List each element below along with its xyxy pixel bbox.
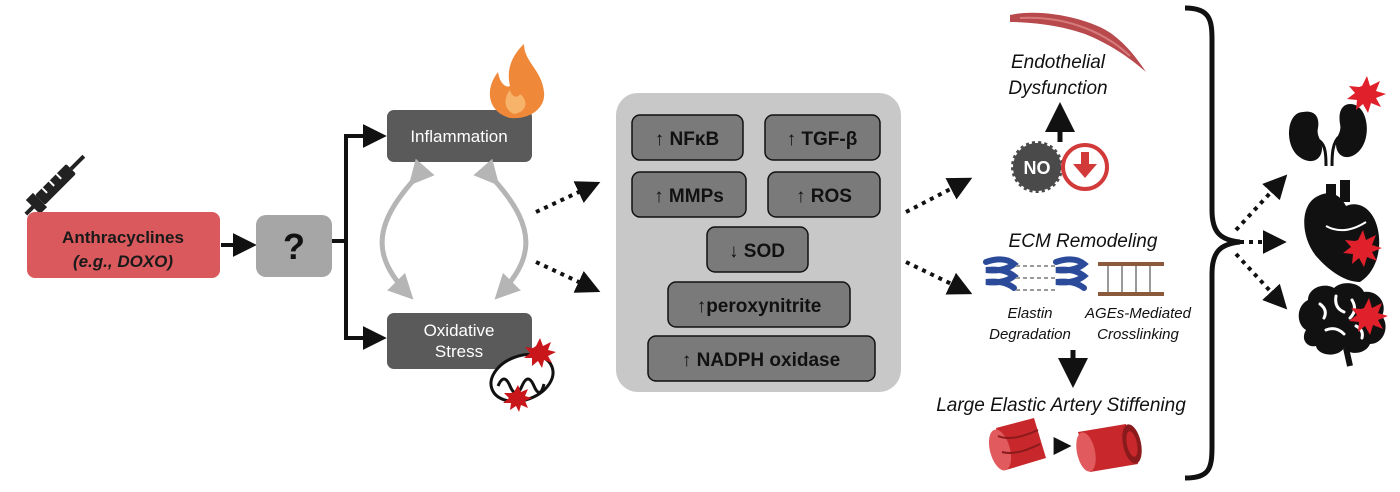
endothelial-line1: Endothelial — [1011, 52, 1106, 73]
drug-box: Anthracyclines (e.g., DOXO) — [27, 212, 220, 278]
syringe-icon — [24, 154, 86, 216]
marker-nadph-box — [647, 335, 876, 382]
no-gear-icon: NO — [1011, 141, 1063, 193]
inflammation-box: Inflammation — [387, 110, 532, 162]
marker-peroxynitrite-box — [667, 281, 851, 328]
mitochondria-icon — [489, 338, 556, 412]
endothelial-line2: Dysfunction — [1008, 78, 1107, 99]
ages-line1: AGEs-Mediated — [1084, 305, 1192, 322]
drug-example: (e.g., DOXO) — [73, 252, 173, 271]
oxidative-label-line1: Oxidative — [424, 321, 495, 340]
dotted-arrows-to-organs — [1234, 174, 1288, 310]
unknown-mechanism-box: ? — [256, 215, 332, 277]
marker-ros: ↑ ROS — [796, 186, 852, 207]
brain-icon — [1298, 283, 1388, 367]
ecm-remodeling-label: ECM Remodeling — [1009, 231, 1158, 252]
no-label: NO — [1024, 158, 1051, 178]
marker-tgfb-box — [764, 114, 881, 161]
oxidative-stress-box: Oxidative Stress — [387, 313, 532, 369]
oxidative-label-line2: Stress — [435, 342, 483, 361]
grouping-brace — [1184, 5, 1241, 481]
elastin-gap — [1016, 265, 1056, 291]
feedback-arrows — [379, 158, 529, 300]
stiffening-label: Large Elastic Artery Stiffening — [936, 395, 1186, 416]
marker-sod: ↓ SOD — [729, 241, 785, 262]
marker-nadph: ↑ NADPH oxidase — [682, 350, 840, 371]
marker-sod-box — [706, 226, 809, 273]
marker-mmps: ↑ MMPs — [654, 186, 724, 207]
elastin-icon — [983, 256, 1089, 291]
marker-mmps-box — [631, 171, 747, 218]
heart-icon — [1304, 180, 1382, 282]
marker-panel: ↑ NFκB ↑ TGF-β ↑ MMPs ↑ ROS ↓ SOD ↑perox… — [616, 93, 901, 392]
marker-nfkb-box — [631, 114, 744, 161]
decrease-icon — [1061, 143, 1109, 191]
marker-peroxynitrite: ↑peroxynitrite — [697, 296, 822, 317]
dotted-arrows-to-panel — [535, 181, 601, 293]
artery-icon — [988, 418, 1142, 472]
dotted-arrows-to-outcomes — [905, 177, 973, 295]
blood-vessel-icon — [1010, 12, 1146, 72]
flame-icon — [489, 44, 545, 119]
unknown-symbol: ? — [283, 226, 305, 267]
marker-ros-box — [767, 171, 881, 218]
elastin-line1: Elastin — [1007, 305, 1052, 322]
marker-tgfb: ↑ TGF-β — [787, 129, 858, 150]
kidney-icon — [1288, 76, 1386, 167]
elastin-line2: Degradation — [989, 326, 1071, 343]
drug-name: Anthracyclines — [62, 228, 184, 247]
split-arrows — [332, 124, 387, 350]
inflammation-label: Inflammation — [410, 127, 507, 146]
ages-line2: Crosslinking — [1097, 326, 1179, 343]
marker-nfkb: ↑ NFκB — [655, 129, 719, 150]
crosslink-icon — [1098, 262, 1164, 296]
